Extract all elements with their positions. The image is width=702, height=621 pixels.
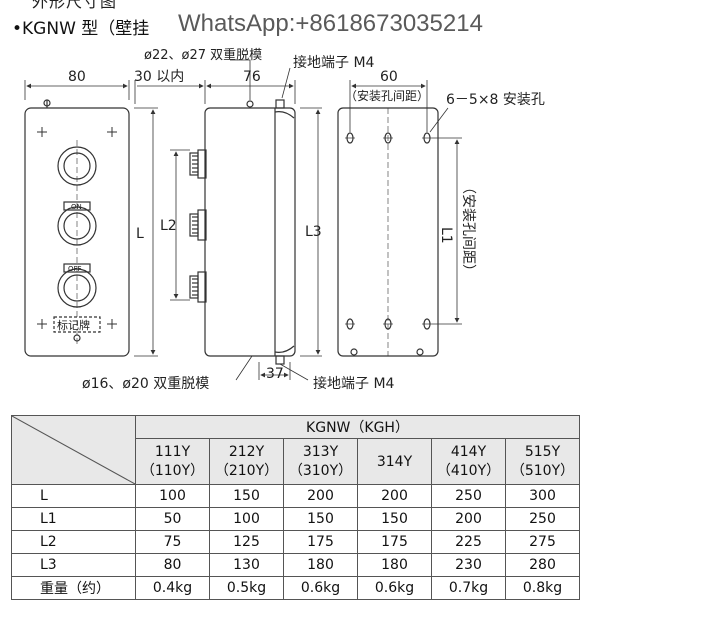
table-cell: 300 xyxy=(505,484,580,508)
mount-holes-label: 6－5×8 安装孔 xyxy=(446,92,545,108)
knockout-top-label: ø22、ø27 双重脱模 xyxy=(144,47,262,63)
mount-spacing-label: （安装孔间距） xyxy=(345,88,429,103)
table-cell: 200 xyxy=(283,484,358,508)
table-row: L3 80 130 180 180 230 280 xyxy=(11,553,580,577)
spec-table: KGNW（KGH） 111Y（110Y） 212Y（210Y） 313Y（310… xyxy=(11,415,580,600)
dim-80-label: 80 xyxy=(68,69,86,85)
table-cell: 275 xyxy=(505,530,580,554)
table-cell: 75 xyxy=(135,530,210,554)
nameplate-label: 标记牌 xyxy=(57,318,90,332)
table-row: L2 75 125 175 175 225 275 xyxy=(11,530,580,554)
table-cell: 80 xyxy=(135,553,210,577)
dim-60-label: 60 xyxy=(380,69,398,85)
dim-L2-label: L2 xyxy=(160,218,177,234)
model-col-3: 313Y（310Y） xyxy=(283,438,358,485)
mount-hole-tr xyxy=(422,132,432,144)
dim-76-label: 76 xyxy=(243,69,261,85)
dim-L3-label: L3 xyxy=(305,224,322,240)
dim-37-label: 37 xyxy=(266,366,284,382)
table-cell: 0.6kg xyxy=(357,576,432,600)
group-header: KGNW（KGH） xyxy=(135,415,580,439)
row-label: 重量（约） xyxy=(11,576,136,600)
section-title: •KGNW 型（壁挂 xyxy=(12,19,150,39)
table-cell: 0.5kg xyxy=(209,576,284,600)
table-cell: 225 xyxy=(431,530,506,554)
page-heading-cut: 外形尺寸图 xyxy=(32,0,118,11)
model-col-1: 111Y（110Y） xyxy=(135,438,210,485)
table-cell: 130 xyxy=(209,553,284,577)
ground-bottom-label: 接地端子 M4 xyxy=(313,375,395,392)
corner-diagonal xyxy=(12,416,135,484)
table-cell: 175 xyxy=(283,530,358,554)
mount-hole-tl xyxy=(345,132,355,144)
table-row: L 100 150 200 200 250 300 xyxy=(11,484,580,508)
model-col-4: 314Y xyxy=(357,438,432,485)
model-col-6: 515Y（510Y） xyxy=(505,438,580,485)
back-view xyxy=(337,80,462,357)
table-cell: 0.7kg xyxy=(431,576,506,600)
knockout-boss-bottom xyxy=(189,271,207,303)
table-cell: 180 xyxy=(357,553,432,577)
btn-off-label: OFF xyxy=(68,265,82,273)
ground-top-label: 接地端子 M4 xyxy=(293,54,375,71)
model-col-2: 212Y（210Y） xyxy=(209,438,284,485)
table-cell: 0.6kg xyxy=(283,576,358,600)
side-view xyxy=(134,59,322,381)
table-corner-cell xyxy=(11,415,136,485)
table-cell: 0.8kg xyxy=(505,576,580,600)
table-cell: 230 xyxy=(431,553,506,577)
table-cell: 150 xyxy=(209,484,284,508)
row-label: L3 xyxy=(11,553,136,577)
table-cell: 100 xyxy=(135,484,210,508)
table-cell: 200 xyxy=(431,507,506,531)
table-cell: 280 xyxy=(505,553,580,577)
table-cell: 200 xyxy=(357,484,432,508)
knockout-boss-top xyxy=(189,149,207,179)
mount-hole-br xyxy=(422,318,432,330)
knockout-boss-mid xyxy=(189,209,207,241)
front-top-ground-screw xyxy=(43,99,51,107)
dim-L-label: L xyxy=(136,226,144,242)
l1-note-label: （安装孔间距） xyxy=(460,180,476,278)
btn-on-label: ON xyxy=(71,203,82,211)
model-row: 111Y（110Y） 212Y（210Y） 313Y（310Y） 314Y 41… xyxy=(12,438,580,485)
watermark-text: WhatsApp:+8618673035214 xyxy=(178,10,483,37)
mount-hole-bm xyxy=(383,318,393,330)
mount-hole-tm xyxy=(383,132,393,144)
knockout-bottom-label: ø16、ø20 双重脱模 xyxy=(82,376,209,392)
model-col-5: 414Y（410Y） xyxy=(431,438,506,485)
row-label: L1 xyxy=(11,507,136,531)
row-label: L2 xyxy=(11,530,136,554)
table-cell: 250 xyxy=(431,484,506,508)
table-row: L1 50 100 150 150 200 250 xyxy=(11,507,580,531)
dim-30-label: 30 以内 xyxy=(134,69,184,85)
row-label: L xyxy=(11,484,136,508)
mount-hole-bl xyxy=(345,318,355,330)
table-cell: 0.4kg xyxy=(135,576,210,600)
table-cell: 50 xyxy=(135,507,210,531)
table-cell: 150 xyxy=(357,507,432,531)
table-row: 重量（约） 0.4kg 0.5kg 0.6kg 0.6kg 0.7kg 0.8k… xyxy=(11,576,580,600)
table-header-row: KGNW（KGH） xyxy=(11,415,580,485)
table-cell: 100 xyxy=(209,507,284,531)
table-cell: 175 xyxy=(357,530,432,554)
front-enclosure xyxy=(24,107,130,357)
dim-L1-label: L1 xyxy=(438,227,454,244)
table-cell: 250 xyxy=(505,507,580,531)
front-view xyxy=(24,80,158,357)
table-cell: 125 xyxy=(209,530,284,554)
table-cell: 180 xyxy=(283,553,358,577)
table-cell: 150 xyxy=(283,507,358,531)
technical-drawing: 80 L ON OFF 标记牌 xyxy=(24,47,545,392)
